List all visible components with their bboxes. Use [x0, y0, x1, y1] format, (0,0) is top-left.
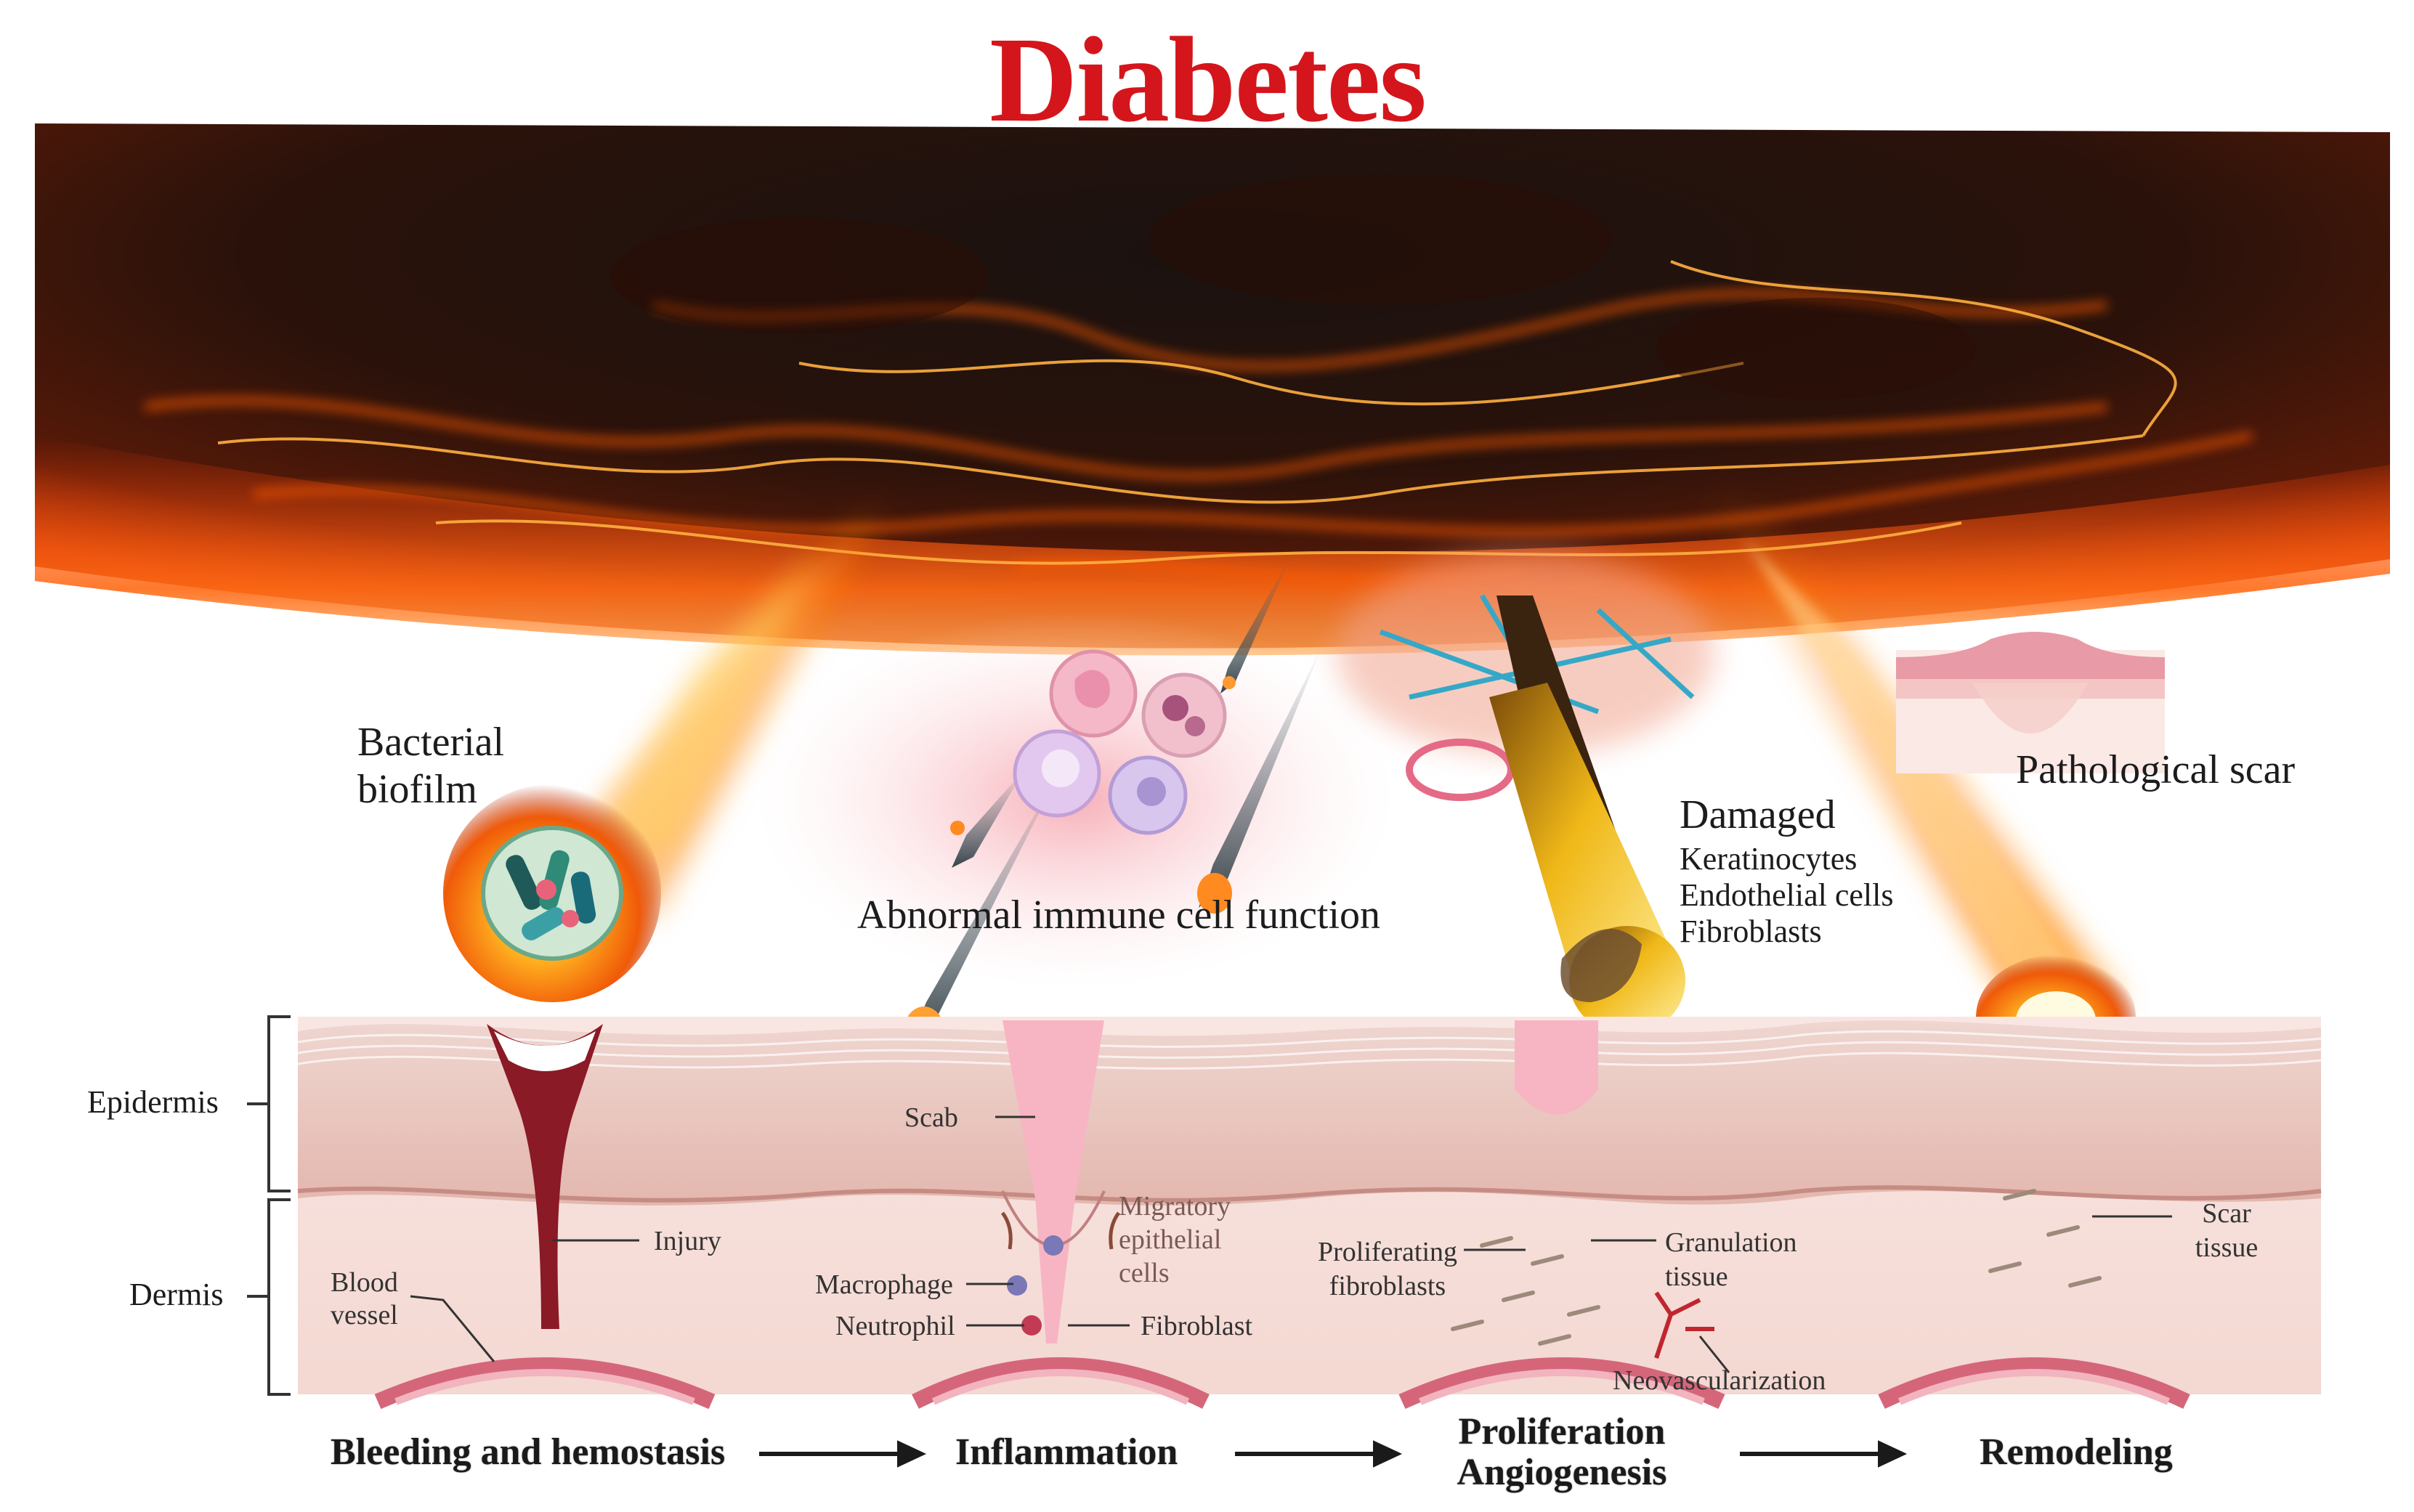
- migratory-label-line2: epithelial: [1119, 1224, 1222, 1255]
- neutrophil-label: Neutrophil: [835, 1311, 955, 1341]
- immune-label: Abnormal immune cell function: [857, 893, 1381, 938]
- bacterial-label-line1: Bacterial: [357, 720, 505, 765]
- bacterial-fireball-icon: [443, 508, 879, 1002]
- neovascularization-label: Neovascularization: [1613, 1365, 1826, 1396]
- proliferating-label-line1: Proliferating: [1317, 1237, 1458, 1267]
- stage-remodeling-label: Remodeling: [1980, 1431, 2173, 1473]
- scar-tissue-label-line2: tissue: [2195, 1232, 2259, 1263]
- granulation-label-line2: tissue: [1665, 1261, 1728, 1292]
- injury-label: Injury: [654, 1226, 721, 1256]
- stage-arrows: [759, 1440, 1908, 1468]
- stage-angiogenesis-label: Angiogenesis: [1457, 1452, 1667, 1493]
- dermis-label: Dermis: [129, 1277, 224, 1312]
- skin-cross-section: [247, 1015, 2322, 1410]
- golden-meteor-icon: [1337, 552, 1714, 1035]
- stage-hemostasis-label: Bleeding and hemostasis: [331, 1431, 726, 1473]
- page-title: Diabetes: [989, 12, 1427, 147]
- macrophage-label: Macrophage: [815, 1269, 953, 1300]
- migratory-label-line3: cells: [1119, 1258, 1170, 1288]
- proliferating-label-line2: fibroblasts: [1329, 1271, 1446, 1301]
- stage-inflammation-label: Inflammation: [955, 1431, 1178, 1473]
- blood-vessel-label-line2: vessel: [331, 1300, 398, 1330]
- damaged-item: Endothelial cells: [1680, 877, 1894, 913]
- damaged-item: Fibroblasts: [1680, 914, 1822, 949]
- fibroblast-label: Fibroblast: [1141, 1311, 1253, 1341]
- scar-label: Pathological scar: [2016, 747, 2296, 792]
- migratory-label-line1: Migratory: [1119, 1191, 1231, 1222]
- bacterial-label-line2: biofilm: [357, 767, 477, 812]
- lava-planet: [35, 123, 2390, 656]
- granulation-label-line1: Granulation: [1665, 1227, 1797, 1258]
- damaged-item: Keratinocytes: [1680, 841, 1858, 877]
- scab-label: Scab: [904, 1102, 958, 1133]
- immune-cells-icon: [1013, 649, 1227, 835]
- damaged-heading: Damaged: [1680, 792, 1836, 837]
- stage-proliferation-label: Proliferation: [1458, 1411, 1666, 1452]
- scar-tissue-label-line1: Scar: [2202, 1198, 2251, 1229]
- pathological-scar-icon: [1896, 632, 2165, 773]
- epidermis-label: Epidermis: [87, 1084, 219, 1120]
- blood-vessel-label-line1: Blood: [331, 1267, 398, 1298]
